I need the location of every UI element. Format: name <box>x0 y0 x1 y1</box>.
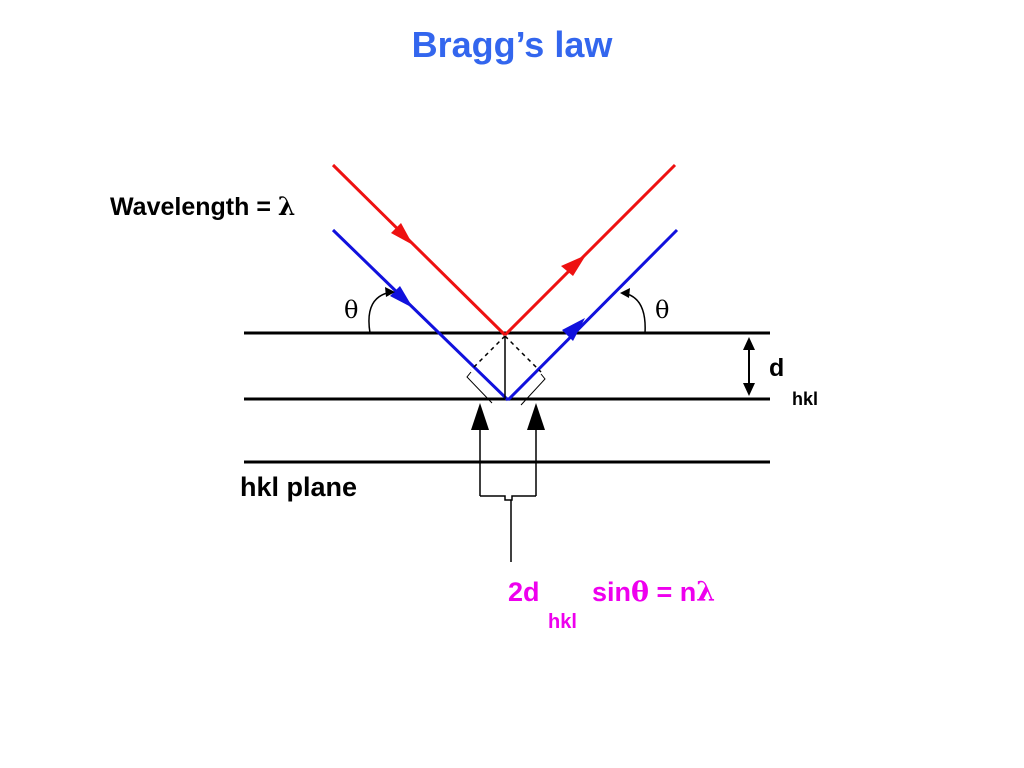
bragg-equation-rest: sinθ = nλ <box>592 577 715 608</box>
blue-reflected-ray <box>506 228 679 402</box>
red-incident-ray <box>331 163 507 337</box>
path-diff-bracket-left <box>466 371 493 404</box>
wavelength-label: Wavelength = λ <box>110 192 295 221</box>
theta-arc-left-arrowhead <box>385 287 395 297</box>
theta-arc-right-arrowhead <box>620 288 630 298</box>
path-diff-dash-right <box>504 335 542 373</box>
d-spacing-arrowhead-top <box>743 337 755 350</box>
theta-arc-left <box>368 291 393 334</box>
theta-arc-right <box>622 292 646 334</box>
d-label: d <box>769 354 784 382</box>
path-diff-bracket-right <box>520 373 546 406</box>
path-diff-dash-left <box>470 335 506 371</box>
hkl-plane-label: hkl plane <box>240 472 357 502</box>
slide-title: Bragg’s law <box>411 24 613 65</box>
d-spacing-arrowhead-bottom <box>743 383 755 396</box>
red-reflected-ray <box>503 163 677 337</box>
bragg-equation-subscript: hkl <box>548 611 577 633</box>
red-incident-arrowhead <box>391 223 413 245</box>
pointer-bracket <box>480 495 536 501</box>
d-subscript-label: hkl <box>792 389 818 409</box>
bragg-equation-lead: 2d <box>508 577 540 607</box>
blue-reflected-arrowhead <box>562 318 585 341</box>
theta-label-left: θ <box>344 296 358 324</box>
pointer-arrowhead-left <box>471 403 489 430</box>
red-reflected-arrowhead <box>561 255 586 276</box>
blue-incident-arrowhead <box>390 286 413 308</box>
blue-incident-ray <box>331 228 510 402</box>
theta-label-right: θ <box>655 296 669 324</box>
pointer-arrowhead-right <box>527 403 545 430</box>
